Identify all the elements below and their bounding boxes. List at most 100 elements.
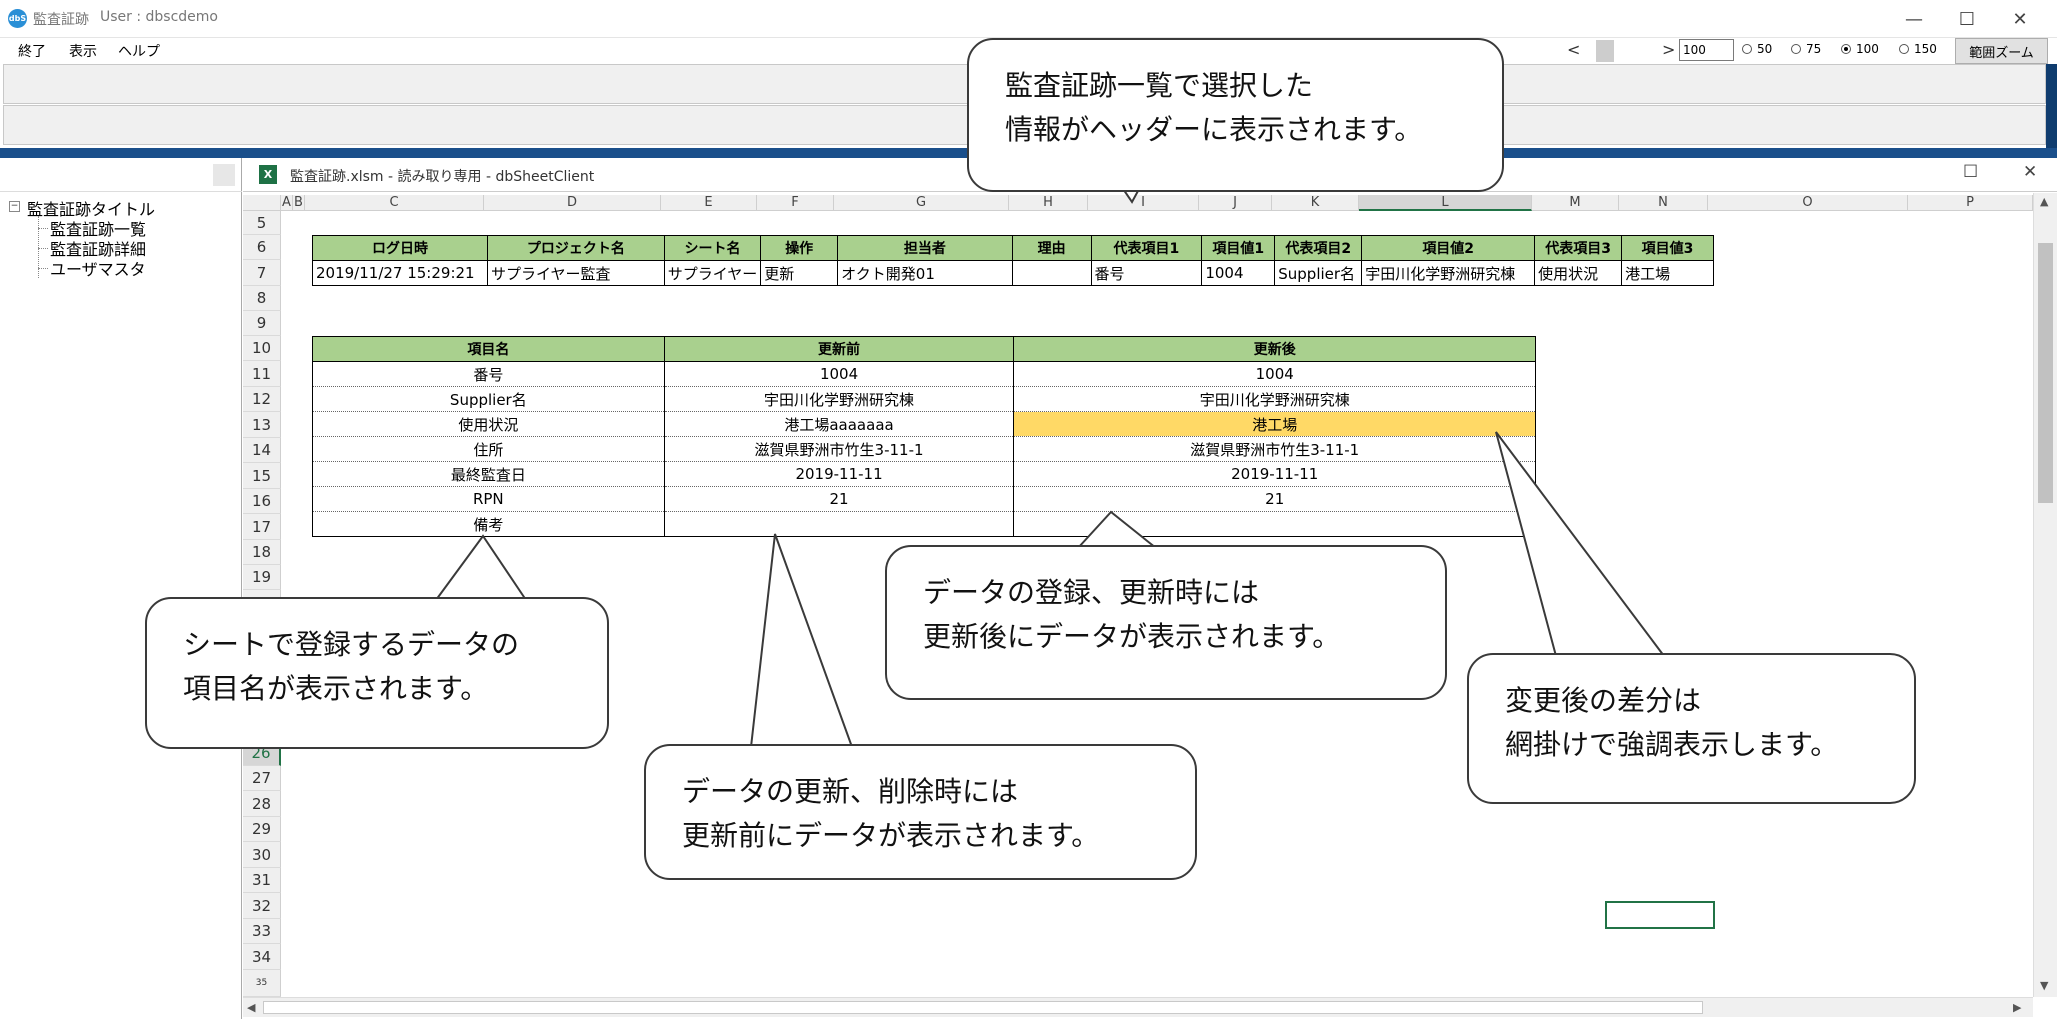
vertical-scrollbar[interactable]: ▲ ▼ bbox=[2033, 193, 2057, 997]
table-cell[interactable]: 港工場aaaaaaa bbox=[663, 411, 1015, 437]
row-header-28[interactable]: 28 bbox=[243, 791, 281, 817]
header-col-owner[interactable]: 担当者 bbox=[837, 235, 1013, 261]
column-header-n[interactable]: N bbox=[1619, 195, 1708, 211]
column-header-h[interactable]: H bbox=[1009, 195, 1088, 211]
row-header-11[interactable]: 11 bbox=[243, 361, 281, 387]
tree-item-audit-list[interactable]: 監査証跡一覧 bbox=[50, 220, 147, 239]
row-header-7[interactable]: 7 bbox=[243, 260, 281, 286]
header-col-key-item-3[interactable]: 代表項目3 bbox=[1534, 235, 1623, 261]
column-header-l[interactable]: L bbox=[1359, 195, 1532, 211]
zoom-radio-75[interactable]: 75 bbox=[1791, 42, 1821, 56]
column-header-j[interactable]: J bbox=[1199, 195, 1272, 211]
column-header-c[interactable]: C bbox=[305, 195, 484, 211]
row-header-29[interactable]: 29 bbox=[243, 817, 281, 842]
table-cell[interactable]: 宇田川化学野洲研究棟 bbox=[1361, 260, 1536, 286]
table-cell[interactable]: RPN bbox=[312, 486, 665, 512]
table-cell[interactable]: 最終監査日 bbox=[312, 461, 665, 487]
row-header-30[interactable]: 30 bbox=[243, 842, 281, 868]
row-header-15[interactable]: 15 bbox=[243, 463, 281, 489]
select-all-corner[interactable] bbox=[243, 195, 281, 211]
close-button[interactable]: ✕ bbox=[2012, 8, 2028, 30]
row-header-8[interactable]: 8 bbox=[243, 286, 281, 311]
column-header-a[interactable]: A bbox=[281, 195, 293, 211]
header-col-key-item-1[interactable]: 代表項目1 bbox=[1090, 235, 1203, 261]
header-col-operation[interactable]: 操作 bbox=[760, 235, 839, 261]
table-cell[interactable]: 滋賀県野洲市竹生3-11-1 bbox=[663, 436, 1015, 462]
header-col-value-2[interactable]: 項目値2 bbox=[1361, 235, 1536, 261]
scroll-right-icon[interactable]: ▶ bbox=[2013, 1001, 2022, 1014]
table-cell[interactable] bbox=[1011, 260, 1092, 286]
table-cell[interactable] bbox=[1013, 511, 1536, 537]
column-header-e[interactable]: E bbox=[661, 195, 757, 211]
header-col-key-item-2[interactable]: 代表項目2 bbox=[1274, 235, 1363, 261]
column-header-g[interactable]: G bbox=[834, 195, 1009, 211]
table-cell[interactable]: 住所 bbox=[312, 436, 665, 462]
zoom-radio-100[interactable]: 100 bbox=[1841, 42, 1879, 56]
table-cell[interactable]: オクト開発01 bbox=[837, 260, 1013, 286]
scroll-down-icon[interactable]: ▼ bbox=[2040, 979, 2049, 992]
menu-exit[interactable]: 終了 bbox=[18, 44, 46, 60]
table-cell[interactable]: 更新 bbox=[760, 260, 839, 286]
row-header-19[interactable]: 19 bbox=[243, 565, 281, 590]
table-cell[interactable]: 21 bbox=[663, 486, 1015, 512]
tree-root-audit-title[interactable]: 監査証跡タイトル bbox=[27, 200, 156, 219]
zoom-radio-50[interactable]: 50 bbox=[1742, 42, 1772, 56]
table-cell[interactable]: 2019-11-11 bbox=[663, 461, 1015, 487]
detail-col-before[interactable]: 更新前 bbox=[663, 336, 1015, 362]
table-cell[interactable]: 宇田川化学野洲研究棟 bbox=[663, 386, 1015, 412]
tree-panel-button[interactable] bbox=[213, 164, 235, 186]
scroll-left-icon[interactable]: ◀ bbox=[247, 1001, 256, 1014]
workbook-maximize-button[interactable]: ☐ bbox=[1963, 162, 1979, 182]
table-cell[interactable]: Supplier名 bbox=[312, 386, 665, 412]
table-cell[interactable]: 21 bbox=[1013, 486, 1536, 512]
horizontal-scrollbar[interactable]: ◀ ▶ bbox=[243, 997, 2033, 1017]
table-cell[interactable]: 1004 bbox=[1201, 260, 1276, 286]
table-cell[interactable]: 1004 bbox=[1013, 361, 1536, 387]
row-header-31[interactable]: 31 bbox=[243, 868, 281, 893]
tree-collapse-icon[interactable]: − bbox=[9, 201, 20, 212]
row-header-33[interactable]: 33 bbox=[243, 919, 281, 944]
zoom-scroll-thumb[interactable] bbox=[1596, 40, 1614, 62]
table-cell[interactable]: 番号 bbox=[1090, 260, 1203, 286]
table-cell[interactable] bbox=[663, 511, 1015, 537]
minimize-button[interactable]: — bbox=[1905, 8, 1923, 30]
header-col-sheet[interactable]: シート名 bbox=[663, 235, 762, 261]
detail-col-after[interactable]: 更新後 bbox=[1013, 336, 1536, 362]
scroll-up-icon[interactable]: ▲ bbox=[2040, 195, 2049, 208]
row-header-16[interactable]: 16 bbox=[243, 489, 281, 514]
table-cell[interactable]: 港工場 bbox=[1621, 260, 1714, 286]
column-header-f[interactable]: F bbox=[757, 195, 834, 211]
row-header-10[interactable]: 10 bbox=[243, 336, 281, 361]
table-cell[interactable]: Supplier名 bbox=[1274, 260, 1363, 286]
horizontal-scroll-thumb[interactable] bbox=[263, 1001, 1703, 1014]
column-header-p[interactable]: P bbox=[1908, 195, 2033, 211]
table-cell[interactable]: 宇田川化学野洲研究棟 bbox=[1013, 386, 1536, 412]
row-header-27[interactable]: 27 bbox=[243, 766, 281, 791]
workbook-close-button[interactable]: ✕ bbox=[2023, 162, 2038, 182]
highlighted-diff-cell[interactable]: 港工場 bbox=[1013, 411, 1536, 437]
menu-view[interactable]: 表示 bbox=[69, 44, 97, 60]
range-zoom-button[interactable]: 範囲ズーム bbox=[1955, 38, 2048, 64]
detail-col-item-name[interactable]: 項目名 bbox=[312, 336, 665, 362]
zoom-radio-150[interactable]: 150 bbox=[1899, 42, 1937, 56]
column-header-m[interactable]: M bbox=[1532, 195, 1619, 211]
maximize-button[interactable]: ☐ bbox=[1958, 8, 1976, 30]
column-header-i[interactable]: I bbox=[1088, 195, 1199, 211]
column-header-k[interactable]: K bbox=[1272, 195, 1359, 211]
row-header-14[interactable]: 14 bbox=[243, 438, 281, 463]
table-cell[interactable]: サプライヤー bbox=[663, 260, 762, 286]
table-cell[interactable]: 番号 bbox=[312, 361, 665, 387]
table-cell[interactable]: 2019-11-11 bbox=[1013, 461, 1536, 487]
zoom-scroll-right-arrow[interactable]: > bbox=[1662, 40, 1676, 59]
table-cell[interactable]: 使用状況 bbox=[312, 411, 665, 437]
active-cell-cursor[interactable] bbox=[1605, 901, 1715, 929]
row-header-6[interactable]: 6 bbox=[243, 235, 281, 260]
row-header-9[interactable]: 9 bbox=[243, 311, 281, 336]
row-header-5[interactable]: 5 bbox=[243, 211, 281, 235]
row-header-13[interactable]: 13 bbox=[243, 412, 281, 438]
zoom-scroll-left-arrow[interactable]: < bbox=[1567, 40, 1581, 59]
table-cell[interactable]: 2019/11/27 15:29:21 bbox=[312, 260, 488, 286]
table-cell[interactable]: 滋賀県野洲市竹生3-11-1 bbox=[1013, 436, 1536, 462]
header-col-log-datetime[interactable]: ログ日時 bbox=[312, 235, 488, 261]
column-header-b[interactable]: B bbox=[293, 195, 305, 211]
